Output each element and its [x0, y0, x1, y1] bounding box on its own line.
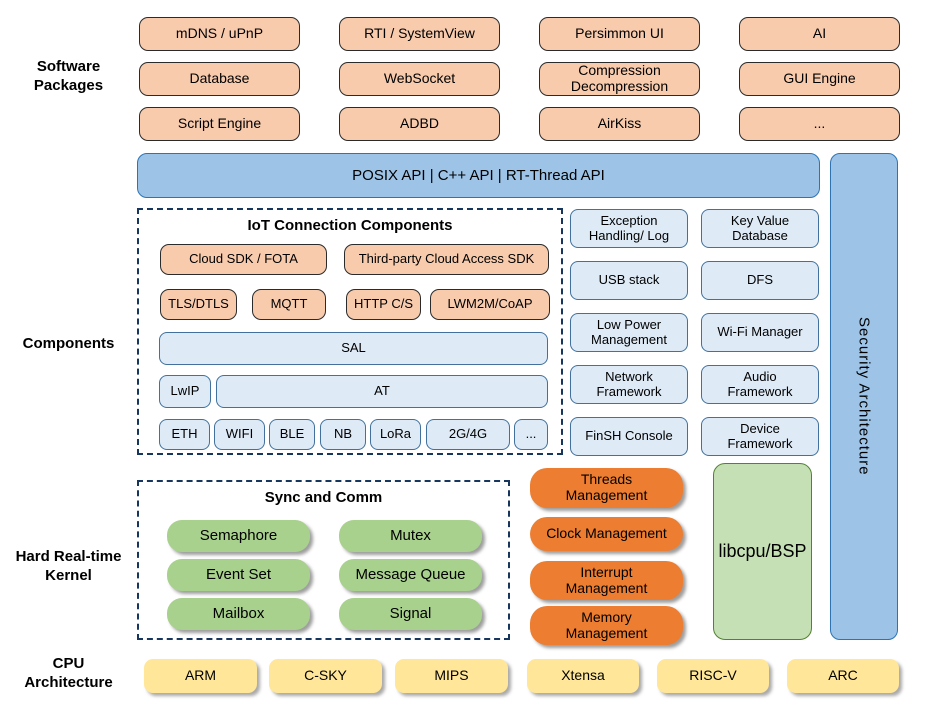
sync-and-comm-title: Sync and Comm: [264, 489, 383, 506]
package-box: GUI Engine: [739, 62, 900, 96]
lwip-box: LwIP: [159, 375, 211, 408]
lwm2m-coap-box: LWM2M/CoAP: [430, 289, 550, 320]
third-party-cloud-box: Third-party Cloud Access SDK: [344, 244, 549, 275]
cpu-box: RISC-V: [657, 659, 769, 693]
label-cpu-architecture: CPU Architecture: [24, 655, 113, 691]
sync-box: Signal: [339, 598, 482, 630]
sync-box: Mailbox: [167, 598, 310, 630]
mqtt-box: MQTT: [252, 289, 326, 320]
link-box: ETH: [159, 419, 210, 450]
package-box: AirKiss: [539, 107, 700, 141]
component-box: Wi-Fi Manager: [701, 313, 819, 352]
api-bar: POSIX API | C++ API | RT-Thread API: [137, 153, 820, 198]
package-box: WebSocket: [339, 62, 500, 96]
package-box: RTI / SystemView: [339, 17, 500, 51]
package-box: Persimmon UI: [539, 17, 700, 51]
management-box: Clock Management: [530, 517, 683, 551]
label-hard-realtime-kernel: Hard Real-time Kernel: [15, 548, 122, 584]
software-packages-section: mDNS / uPnP RTI / SystemView Persimmon U…: [139, 17, 900, 141]
sal-box: SAL: [159, 332, 548, 365]
cpu-box: MIPS: [395, 659, 508, 693]
component-box: Audio Framework: [701, 365, 819, 404]
package-box: Database: [139, 62, 300, 96]
package-box: ...: [739, 107, 900, 141]
package-box: ADBD: [339, 107, 500, 141]
link-box: NB: [320, 419, 366, 450]
package-box: Compression Decompression: [539, 62, 700, 96]
cpu-box: ARM: [144, 659, 257, 693]
cpu-box: Xtensa: [527, 659, 639, 693]
components-section: Exception Handling/ Log Key Value Databa…: [570, 209, 819, 456]
cpu-box: C-SKY: [269, 659, 382, 693]
security-architecture-label: Security Architecture: [855, 317, 873, 476]
component-box: Device Framework: [701, 417, 819, 456]
link-box: 2G/4G: [426, 419, 510, 450]
link-box: LoRa: [370, 419, 421, 450]
component-box: USB stack: [570, 261, 688, 300]
iot-connection-components-section: IoT Connection Components Cloud SDK / FO…: [137, 208, 563, 455]
management-box: Interrupt Management: [530, 561, 683, 600]
component-box: Low Power Management: [570, 313, 688, 352]
sync-and-comm-section: Sync and Comm Semaphore Mutex Event Set …: [137, 480, 510, 640]
cpu-box: ARC: [787, 659, 899, 693]
component-box: Key Value Database: [701, 209, 819, 248]
package-box: Script Engine: [139, 107, 300, 141]
component-box: FinSH Console: [570, 417, 688, 456]
security-architecture-bar: Security Architecture: [830, 153, 898, 640]
package-box: AI: [739, 17, 900, 51]
at-box: AT: [216, 375, 548, 408]
link-box: WIFI: [214, 419, 265, 450]
sync-box: Semaphore: [167, 520, 310, 552]
libcpu-bsp-box: libcpu/BSP: [713, 463, 812, 640]
tls-dtls-box: TLS/DTLS: [160, 289, 237, 320]
label-software-packages: Software Packages: [33, 58, 104, 94]
component-box: Network Framework: [570, 365, 688, 404]
component-box: Exception Handling/ Log: [570, 209, 688, 248]
link-box: ...: [514, 419, 548, 450]
management-box: Threads Management: [530, 468, 683, 508]
http-cs-box: HTTP C/S: [346, 289, 421, 320]
package-box: mDNS / uPnP: [139, 17, 300, 51]
link-box: BLE: [269, 419, 315, 450]
sync-box: Mutex: [339, 520, 482, 552]
management-box: Memory Management: [530, 606, 683, 645]
label-components: Components: [22, 335, 115, 352]
sync-box: Event Set: [167, 559, 310, 591]
cloud-sdk-fota-box: Cloud SDK / FOTA: [160, 244, 327, 275]
iot-section-title: IoT Connection Components: [247, 217, 453, 234]
sync-box: Message Queue: [339, 559, 482, 591]
component-box: DFS: [701, 261, 819, 300]
